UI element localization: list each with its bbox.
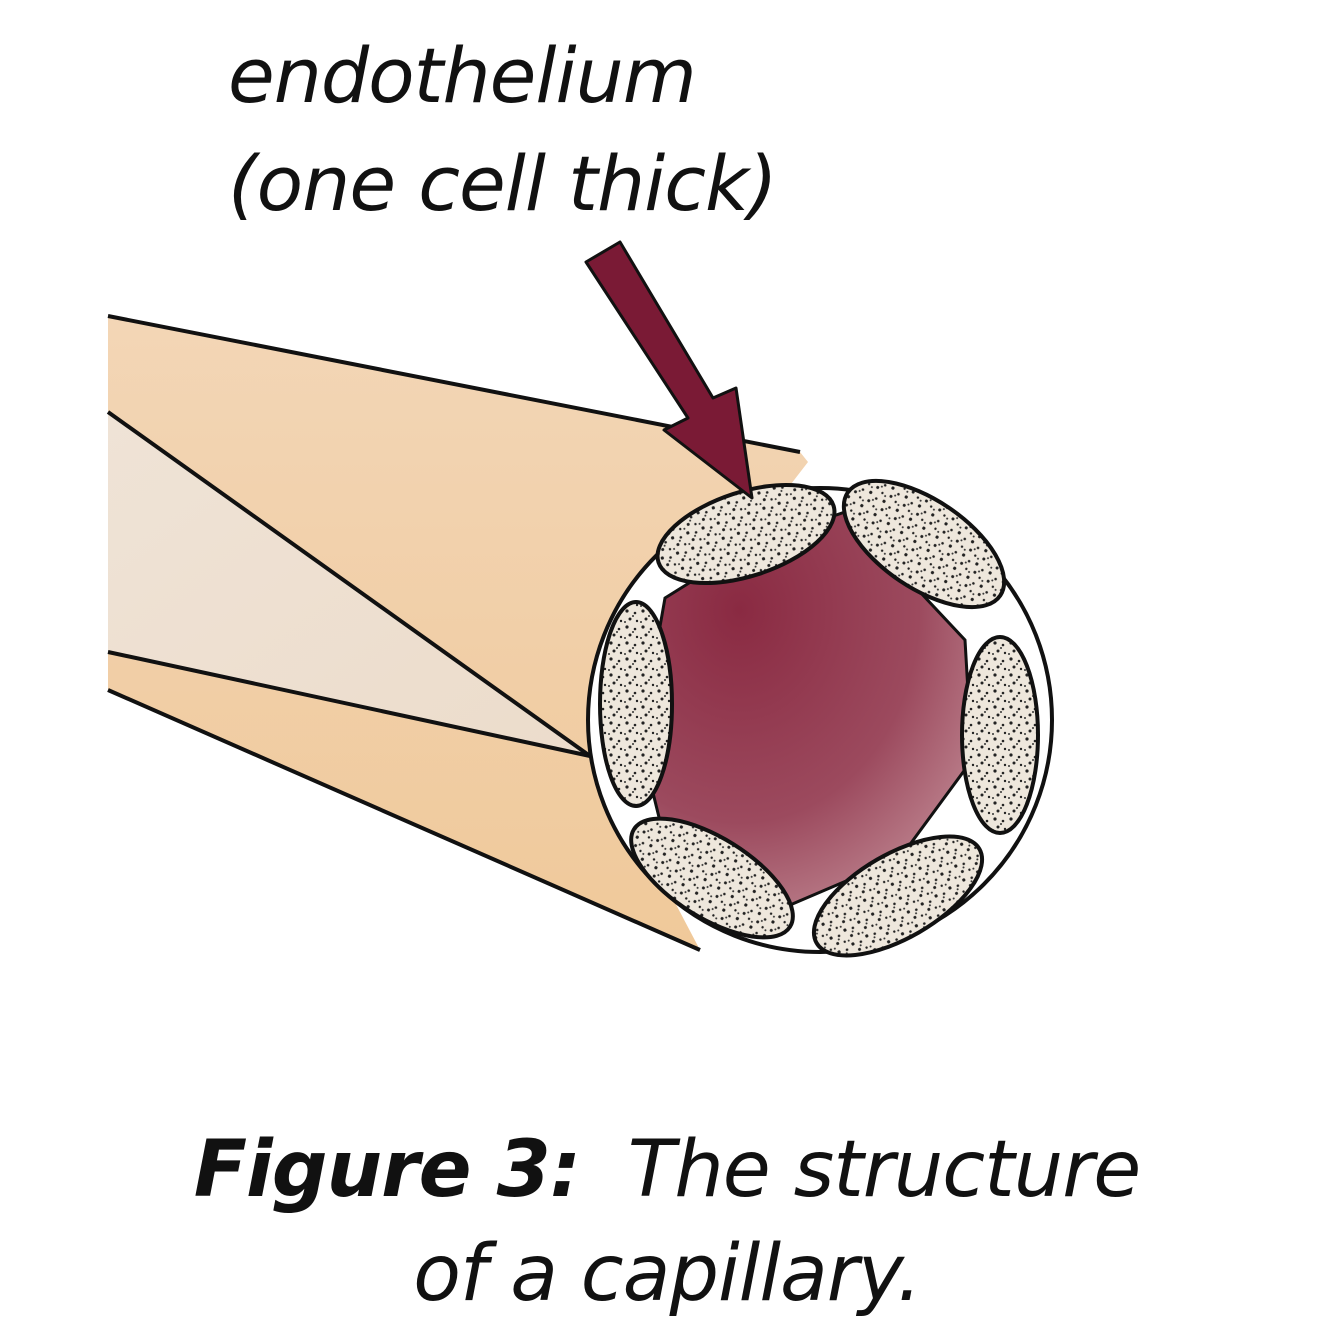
- capillary-cross-section: [586, 478, 1054, 958]
- label-line-1: endothelium: [228, 31, 697, 120]
- endothelium-label: endothelium (one cell thick): [228, 22, 928, 238]
- endothelial-cell-bottom-right: [811, 834, 985, 958]
- endothelial-cell-bottom-left: [629, 816, 795, 940]
- figure-number: Figure 3:: [193, 1125, 581, 1215]
- label-line-2: (one cell thick): [228, 139, 778, 228]
- figure-caption: Figure 3: The structure of a capillary.: [0, 1118, 1334, 1326]
- pointer-arrow: [584, 240, 754, 500]
- caption-line-1: Figure 3: The structure: [0, 1118, 1334, 1222]
- endothelial-cells: [598, 478, 1040, 958]
- caption-line-2: of a capillary.: [413, 1229, 922, 1319]
- capillary-tube: [106, 314, 808, 952]
- endothelial-cell-top-right: [841, 478, 1007, 610]
- caption-title-part1: The structure: [627, 1125, 1142, 1215]
- endothelial-cell-left: [598, 600, 674, 808]
- endothelial-cell-right: [960, 635, 1040, 835]
- endothelial-cell-top-left: [655, 482, 837, 586]
